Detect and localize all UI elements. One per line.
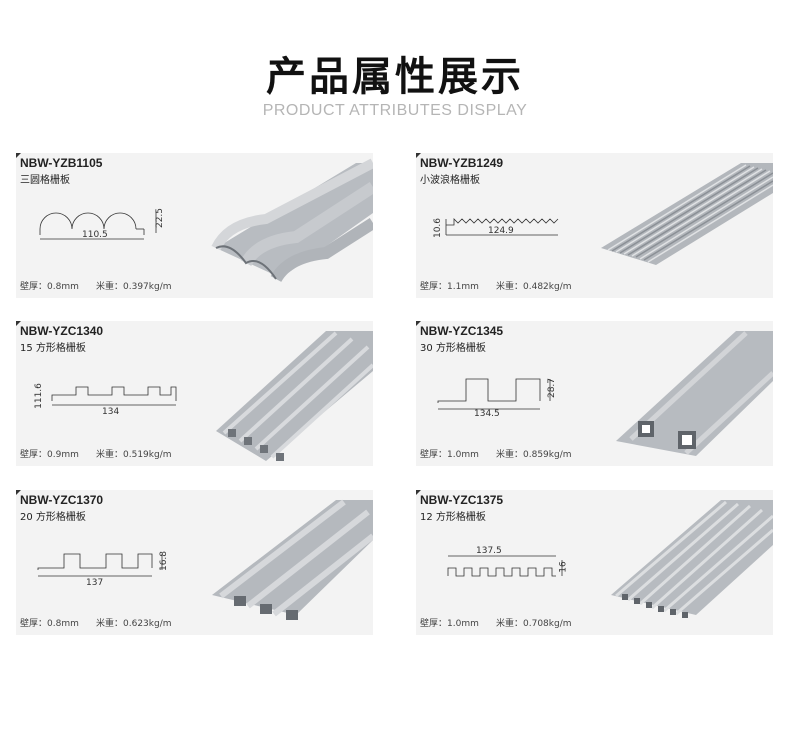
profile-illustration — [51, 331, 373, 461]
page-title: 产品属性展示 — [266, 54, 524, 100]
product-card[interactable]: NBW-YZC1375 12 方形格栅板 137.5 16 壁厚：1.0mm 米… — [416, 490, 773, 635]
dimension-width: 134.5 — [474, 409, 500, 419]
product-card[interactable]: NBW-YZB1249 小波浪格栅板 124.9 10.6 壁厚：1.1mm 米… — [416, 153, 773, 298]
product-code: NBW-YZC1340 — [16, 321, 104, 338]
product-card[interactable]: NBW-YZC1340 15 方形格栅板 134 111.6 壁厚：0.9mm … — [16, 321, 373, 466]
product-name: 20 方形格栅板 — [20, 512, 86, 523]
dimension-height: 16 — [558, 561, 569, 573]
dimension-height: 111.6 — [33, 383, 44, 409]
product-name: 30 方形格栅板 — [420, 343, 486, 354]
product-card[interactable]: NBW-YZC1345 30 方形格栅板 134.5 28.7 壁厚：1.0mm… — [416, 321, 773, 466]
wall-thickness: 壁厚：1.1mm — [420, 282, 479, 292]
product-code: NBW-YZB1105 — [16, 153, 103, 170]
dimension-width: 137.5 — [476, 546, 502, 556]
meter-weight: 米重：0.708kg/m — [496, 619, 572, 629]
page-header: 产品属性展示 PRODUCT ATTRIBUTES DISPLAY — [0, 0, 790, 130]
dimension-width: 134 — [102, 407, 120, 417]
product-code: NBW-YZB1249 — [416, 153, 504, 170]
meter-weight: 米重：0.623kg/m — [96, 619, 172, 629]
product-name: 三圆格栅板 — [20, 175, 70, 186]
dimension-width: 124.9 — [488, 226, 514, 236]
wall-thickness: 壁厚：0.8mm — [20, 282, 79, 292]
wall-thickness: 壁厚：0.9mm — [20, 450, 79, 460]
product-code: NBW-YZC1370 — [16, 490, 104, 507]
product-code: NBW-YZC1375 — [416, 490, 504, 507]
product-name: 12 方形格栅板 — [420, 512, 486, 523]
dimension-height: 16.8 — [159, 550, 170, 572]
product-name: 15 方形格栅板 — [20, 343, 86, 354]
product-card[interactable]: NBW-YZB1105 三圆格栅板 110.5 22.5 壁厚：0.8mm 米重… — [16, 153, 373, 298]
meter-weight: 米重：0.859kg/m — [496, 450, 572, 460]
dimension-height: 28.7 — [547, 377, 558, 399]
product-card[interactable]: NBW-YZC1370 20 方形格栅板 137 16.8 壁厚：0.8mm 米… — [16, 490, 373, 635]
product-code: NBW-YZC1345 — [416, 321, 504, 338]
profile-illustration — [445, 163, 773, 265]
wall-thickness: 壁厚：0.8mm — [20, 619, 79, 629]
meter-weight: 米重：0.482kg/m — [496, 282, 572, 292]
wall-thickness: 壁厚：1.0mm — [420, 619, 479, 629]
meter-weight: 米重：0.397kg/m — [96, 282, 172, 292]
product-grid: NBW-YZB1105 三圆格栅板 110.5 22.5 壁厚：0.8mm 米重… — [16, 153, 773, 636]
wall-thickness: 壁厚：1.0mm — [420, 450, 479, 460]
dimension-width: 137 — [86, 578, 104, 588]
dimension-width: 110.5 — [82, 230, 108, 240]
dimension-height: 22.5 — [155, 207, 166, 229]
product-name: 小波浪格栅板 — [420, 175, 480, 186]
profile-illustration — [437, 331, 773, 456]
page-subtitle: PRODUCT ATTRIBUTES DISPLAY — [262, 102, 528, 119]
profile-illustration — [39, 158, 373, 283]
profile-illustration — [37, 499, 373, 620]
profile-illustration — [447, 500, 773, 618]
meter-weight: 米重：0.519kg/m — [96, 450, 172, 460]
dimension-height: 10.6 — [433, 217, 444, 239]
